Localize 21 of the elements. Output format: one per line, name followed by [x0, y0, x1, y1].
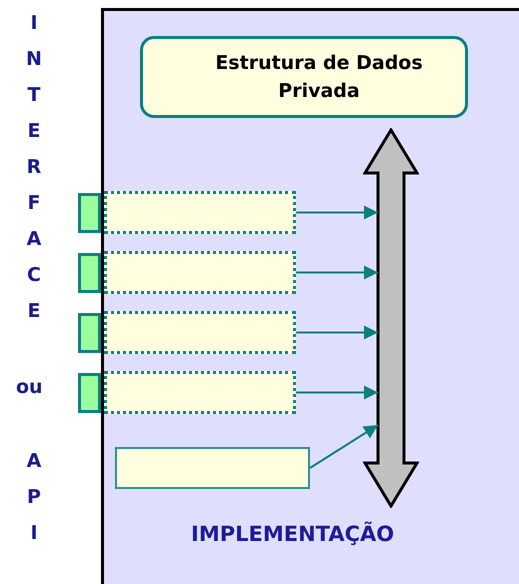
- interface-tab: [78, 313, 101, 353]
- vertical-label: API: [22, 450, 46, 558]
- interface-tab: [78, 253, 101, 293]
- implementation-panel: [101, 8, 519, 584]
- dotted-box: [104, 371, 296, 414]
- dotted-box: [104, 191, 296, 234]
- data-structure-box: Estrutura de Dados Privada: [140, 36, 468, 118]
- interface-tab: [78, 373, 101, 413]
- arrow: [296, 326, 378, 340]
- dotted-box: [104, 311, 296, 354]
- vertical-label: INTERFACE: [22, 12, 46, 336]
- arrow: [296, 206, 378, 220]
- arrow: [296, 386, 378, 400]
- interface-tab: [78, 193, 101, 233]
- arrow: [296, 266, 378, 280]
- dotted-box: [104, 251, 296, 294]
- input-box: [115, 447, 310, 489]
- double-arrow: [363, 128, 419, 508]
- arrow: [309, 424, 379, 469]
- vertical-label: ou: [16, 377, 43, 397]
- implementation-title: IMPLEMENTAÇÃO: [191, 522, 394, 546]
